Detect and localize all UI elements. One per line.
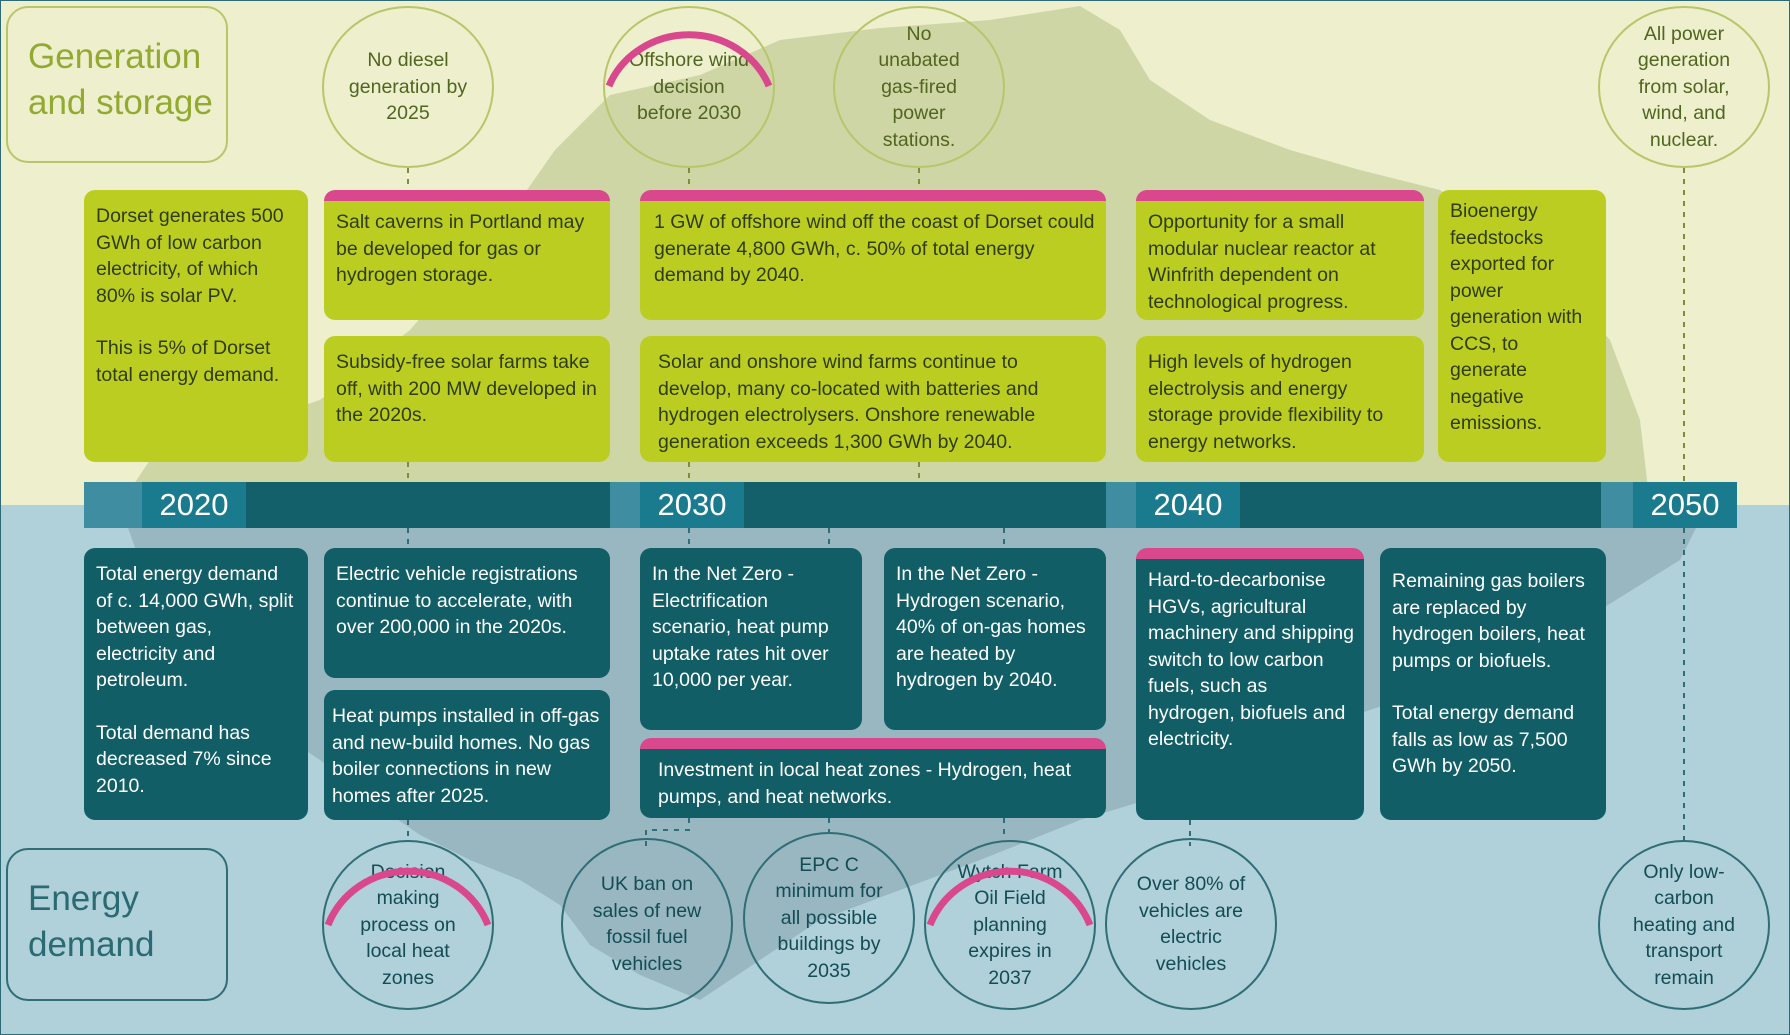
- box-falls-low-text: Total energy demand falls as low as 7,50…: [1392, 702, 1575, 777]
- box-total-demand: Total energy demand of c. 14,000 GWh, sp…: [84, 548, 308, 820]
- box-solar-onshore: Solar and onshore wind farms continue to…: [640, 336, 1106, 462]
- box-gas-boilers-text: Remaining gas boilers are replaced by hy…: [1392, 570, 1585, 672]
- circle-wytch-farm: Wytch Farm Oil Field planning expires in…: [924, 840, 1096, 1010]
- box-hydrogen-levels: High levels of hydrogen electrolysis and…: [1136, 336, 1424, 462]
- box-gas-boilers: Remaining gas boilers are replaced by hy…: [1380, 548, 1606, 820]
- box-hgv: Hard-to-decarbonise HGVs, agricultural m…: [1136, 548, 1364, 820]
- box-offshore-gw: 1 GW of offshore wind off the coast of D…: [640, 190, 1106, 320]
- box-bioenergy: Bioenergy feedstocks exported for power …: [1438, 190, 1606, 462]
- box-total-demand-text: Total energy demand of c. 14,000 GWh, sp…: [96, 563, 294, 691]
- circle-uk-ban-text: UK ban on sales of new fossil fuel vehic…: [592, 873, 702, 975]
- circle-wytch-farm-text: Wytch Farm Oil Field planning expires in…: [957, 860, 1063, 989]
- circle-no-unabated-gas-text: No unabated gas-fired power stations.: [878, 22, 960, 151]
- circle-offshore-decision: Offshore wind decision before 2030: [603, 6, 775, 168]
- circle-epc: EPC C minimum for all possible buildings…: [743, 832, 915, 1004]
- timeline-segment-2030s: [742, 482, 1106, 528]
- circle-decision-heat-text: Decision making process on local heat zo…: [360, 860, 456, 989]
- circle-offshore-decision-text: Offshore wind decision before 2030: [629, 49, 749, 125]
- circle-low-carbon: Only low-carbon heating and transport re…: [1598, 840, 1770, 1010]
- box-heat-zones: Investment in local heat zones - Hydroge…: [640, 738, 1106, 818]
- circle-epc-text: EPC C minimum for all possible buildings…: [775, 853, 883, 982]
- circle-all-power-text: All power generation from solar, wind, a…: [1637, 22, 1731, 151]
- year-2020: 2020: [142, 482, 246, 528]
- circle-low-carbon-text: Only low-carbon heating and transport re…: [1633, 860, 1735, 989]
- box-dorset-generates: Dorset generates 500 GWh of low carbon e…: [84, 190, 308, 462]
- year-2040: 2040: [1136, 482, 1240, 528]
- timeline-segment-2040s: [1237, 482, 1601, 528]
- circle-no-diesel: No diesel generation by 2025: [322, 6, 494, 168]
- year-2050: 2050: [1633, 482, 1737, 528]
- box-nuclear: Opportunity for a small modular nuclear …: [1136, 190, 1424, 320]
- box-decreased-text: Total demand has decreased 7% since 2010…: [96, 721, 272, 797]
- box-solar-farms: Subsidy-free solar farms take off, with …: [324, 336, 610, 462]
- demand-section-label: Energy demand: [6, 848, 228, 1001]
- box-hydrogen-scenario: In the Net Zero - Hydrogen scenario, 40%…: [884, 548, 1106, 730]
- year-2030: 2030: [640, 482, 744, 528]
- box-salt-caverns: Salt caverns in Portland may be develope…: [324, 190, 610, 320]
- generation-section-label: Generation and storage: [6, 6, 228, 163]
- circle-vehicles-80: Over 80% of vehicles are electric vehicl…: [1105, 838, 1277, 1010]
- circle-all-power: All power generation from solar, wind, a…: [1598, 6, 1770, 168]
- circle-uk-ban: UK ban on sales of new fossil fuel vehic…: [561, 838, 733, 1010]
- box-ev-registrations: Electric vehicle registrations continue …: [324, 548, 610, 678]
- circle-no-diesel-text: No diesel generation by 2025: [348, 49, 468, 125]
- box-heat-pumps: Heat pumps installed in off-gas and new-…: [324, 690, 610, 820]
- circle-no-unabated-gas: No unabated gas-fired power stations.: [833, 6, 1005, 168]
- timeline-segment-2020s: [245, 482, 610, 528]
- box-dorset-share-text: This is 5% of Dorset total energy demand…: [96, 337, 280, 386]
- circle-decision-heat: Decision making process on local heat zo…: [322, 840, 494, 1010]
- box-dorset-generates-text: Dorset generates 500 GWh of low carbon e…: [96, 205, 284, 307]
- circle-vehicles-80-text: Over 80% of vehicles are electric vehicl…: [1136, 873, 1246, 975]
- box-electrification: In the Net Zero - Electrification scenar…: [640, 548, 862, 730]
